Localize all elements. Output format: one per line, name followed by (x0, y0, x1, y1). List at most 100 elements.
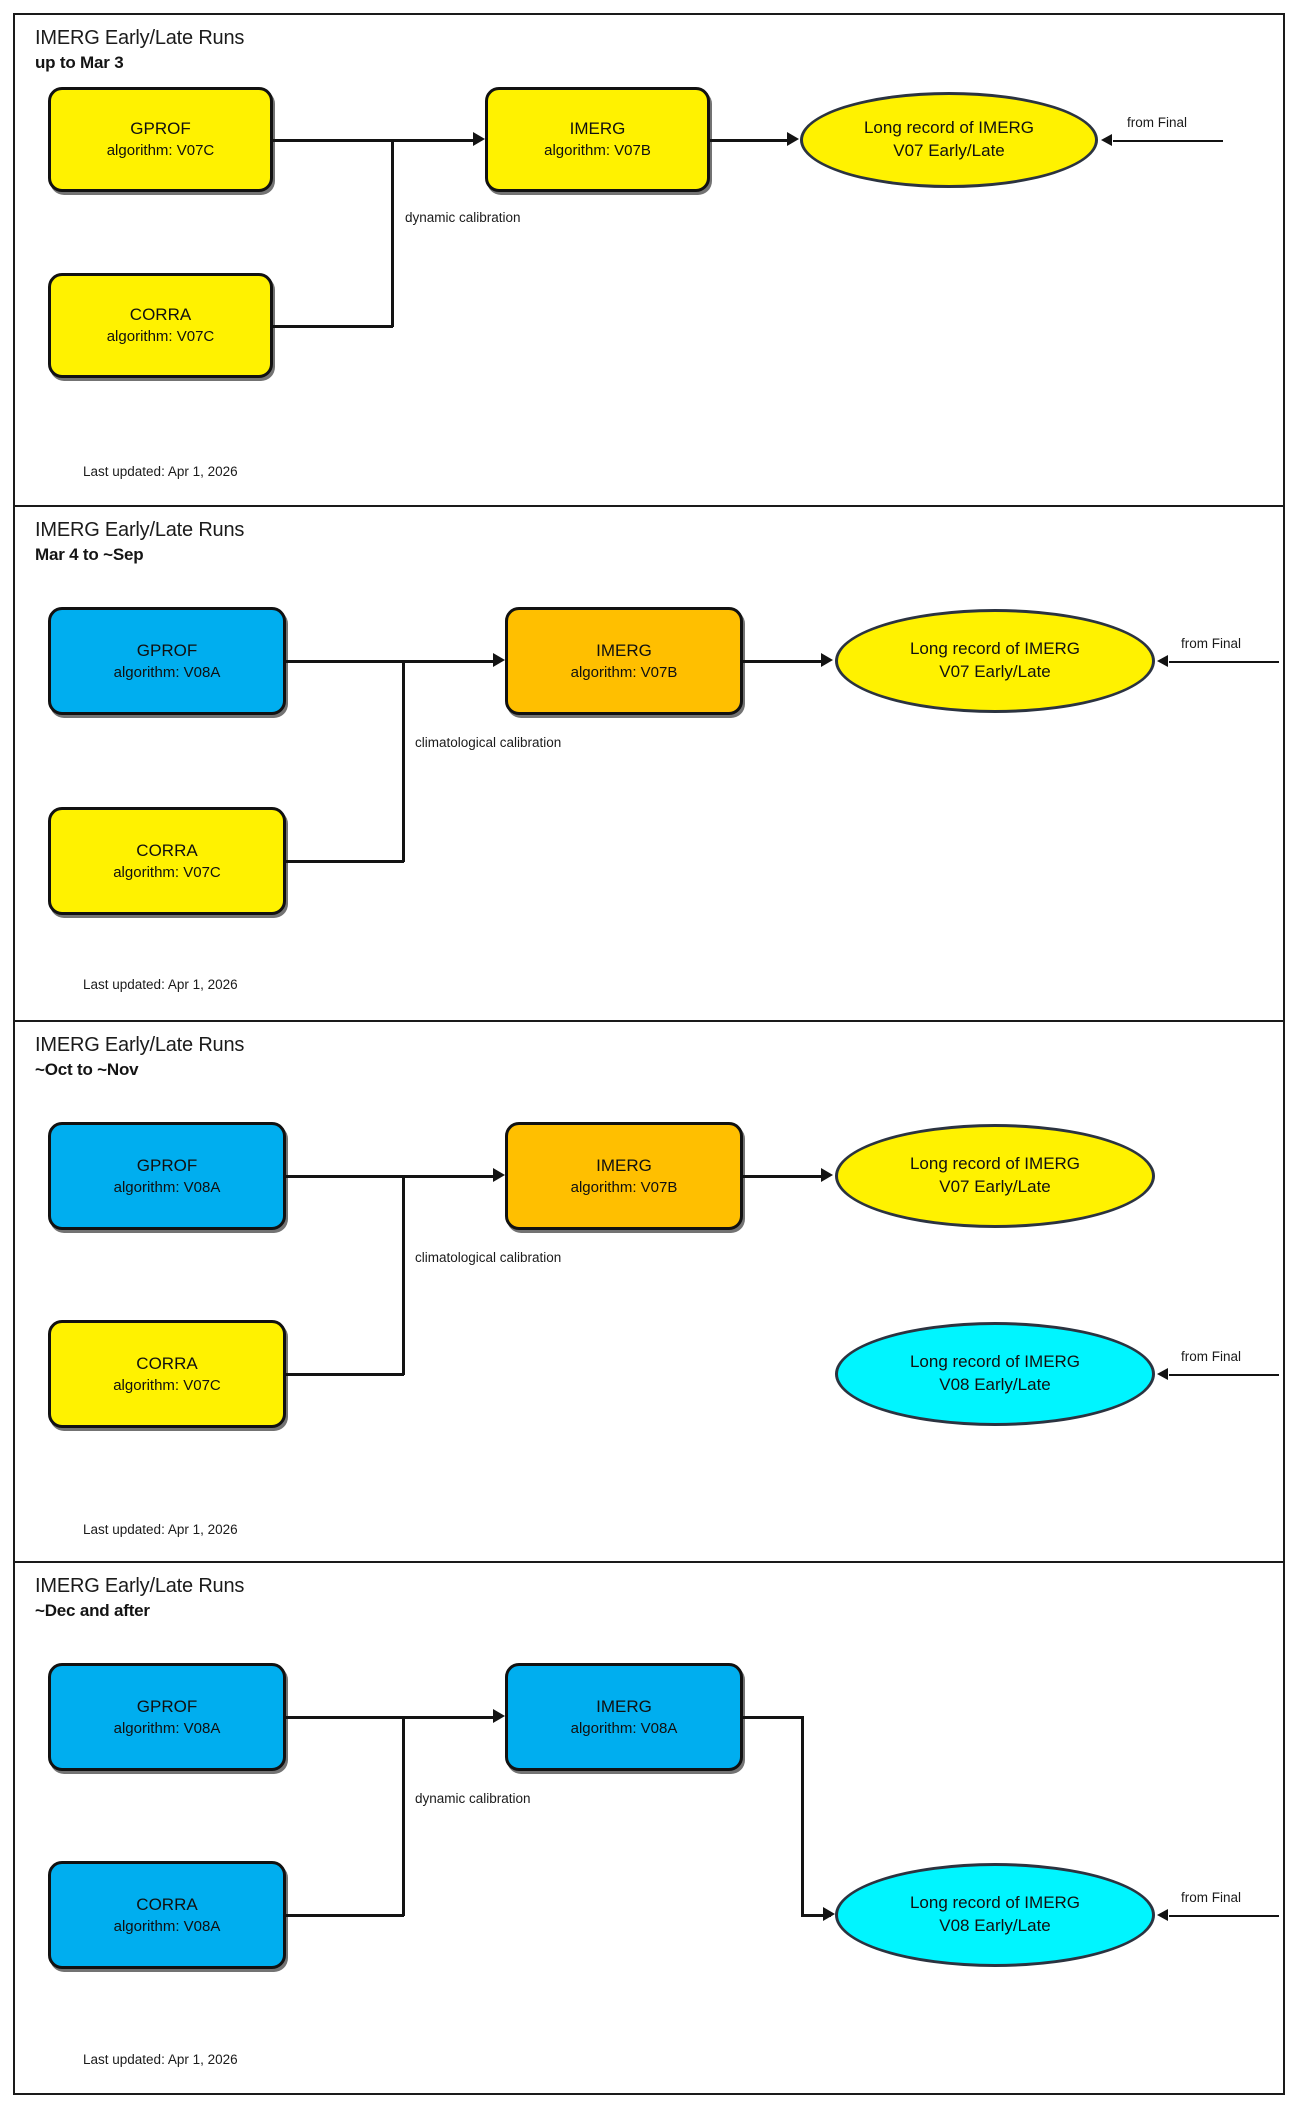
from-final-arrow (1157, 1909, 1168, 1921)
corra-box[interactable]: CORRA algorithm: V07C (48, 807, 286, 915)
gprof-to-imerg-arrow (493, 1709, 505, 1723)
calibration-label: dynamic calibration (415, 1791, 531, 1806)
record-v08-line1: Long record of IMERG (909, 1893, 1081, 1913)
imerg-label: IMERG (596, 1696, 652, 1716)
long-record-v08-ellipse[interactable]: Long record of IMERG V08 Early/Late (835, 1322, 1155, 1426)
imerg-out-line (743, 1716, 803, 1719)
corra-sublabel: algorithm: V07C (113, 863, 221, 881)
calibration-label: climatological calibration (415, 1250, 562, 1265)
from-final-line (1169, 1915, 1279, 1917)
imerg-sublabel: algorithm: V07B (544, 142, 651, 160)
corra-label: CORRA (136, 1894, 198, 1914)
imerg-to-record-arrow (821, 1168, 833, 1182)
gprof-box[interactable]: GPROF algorithm: V08A (48, 607, 286, 715)
panel-subtitle: up to Mar 3 (35, 53, 124, 72)
from-final-arrow (1157, 655, 1168, 667)
record-v07-line2: V07 Early/Late (939, 1177, 1051, 1196)
imerg-to-record-arrow (787, 132, 799, 146)
gprof-to-imerg-arrow (493, 653, 505, 667)
record-v07-line1: Long record of IMERG (909, 1154, 1081, 1174)
from-final-label: from Final (1181, 1349, 1242, 1364)
record-v07-line2: V07 Early/Late (893, 141, 1005, 160)
gprof-label: GPROF (136, 640, 198, 660)
record-v07-line1: Long record of IMERG (863, 118, 1035, 138)
imerg-label: IMERG (596, 640, 652, 660)
corra-label: CORRA (136, 1353, 198, 1373)
gprof-box[interactable]: GPROF algorithm: V07C (48, 87, 273, 192)
panel-subtitle: ~Oct to ~Nov (35, 1060, 139, 1079)
panel-oct-to-nov: IMERG Early/Late Runs ~Oct to ~Nov GPROF… (13, 1022, 1285, 1563)
panel-footnote: Last updated: Apr 1, 2026 (83, 464, 238, 479)
panel-footnote: Last updated: Apr 1, 2026 (83, 977, 238, 992)
long-record-v08-ellipse[interactable]: Long record of IMERG V08 Early/Late (835, 1863, 1155, 1967)
imerg-sublabel: algorithm: V07B (570, 1178, 678, 1196)
corra-to-junction-line (286, 1914, 404, 1917)
gprof-sublabel: algorithm: V08A (113, 1178, 221, 1196)
calibration-label: dynamic calibration (405, 210, 521, 225)
imerg-to-record-line (743, 1175, 823, 1178)
corra-label: CORRA (129, 305, 192, 325)
corra-sublabel: algorithm: V07C (106, 328, 215, 346)
corra-box[interactable]: CORRA algorithm: V07C (48, 273, 273, 378)
corra-junction-vertical (402, 1175, 405, 1375)
panel-subtitle: ~Dec and after (35, 1601, 150, 1620)
gprof-sublabel: algorithm: V07C (106, 142, 215, 160)
gprof-box[interactable]: GPROF algorithm: V08A (48, 1663, 286, 1771)
from-final-line (1113, 140, 1223, 142)
imerg-label: IMERG (569, 119, 626, 139)
panel-footnote: Last updated: Apr 1, 2026 (83, 2052, 238, 2067)
gprof-to-imerg-line (273, 139, 473, 142)
gprof-to-imerg-line (286, 1175, 493, 1178)
from-final-arrow (1157, 1368, 1168, 1380)
corra-to-junction-line (286, 1373, 404, 1376)
imerg-box[interactable]: IMERG algorithm: V07B (505, 1122, 743, 1230)
corra-box[interactable]: CORRA algorithm: V07C (48, 1320, 286, 1428)
gprof-to-imerg-line (286, 1716, 493, 1719)
imerg-label: IMERG (596, 1155, 652, 1175)
imerg-to-record-arrow (823, 1907, 835, 1921)
imerg-box[interactable]: IMERG algorithm: V07B (485, 87, 710, 192)
from-final-arrow (1101, 134, 1112, 146)
imerg-to-record-line (801, 1914, 831, 1917)
corra-to-junction-line (286, 860, 404, 863)
gprof-box[interactable]: GPROF algorithm: V08A (48, 1122, 286, 1230)
long-record-v07-ellipse[interactable]: Long record of IMERG V07 Early/Late (835, 1124, 1155, 1228)
panel-title: IMERG Early/Late Runs (35, 519, 245, 541)
gprof-to-imerg-line (286, 660, 493, 663)
gprof-sublabel: algorithm: V08A (113, 663, 221, 681)
from-final-line (1169, 1374, 1279, 1376)
from-final-label: from Final (1127, 115, 1188, 130)
long-record-v07-ellipse[interactable]: Long record of IMERG V07 Early/Late (800, 92, 1098, 188)
imerg-to-record-line (710, 139, 788, 142)
panel-up-to-mar-3: IMERG Early/Late Runs up to Mar 3 GPROF … (13, 13, 1285, 507)
panel-title: IMERG Early/Late Runs (35, 27, 245, 49)
gprof-label: GPROF (136, 1696, 198, 1716)
corra-junction-vertical (402, 660, 405, 862)
long-record-v07-ellipse[interactable]: Long record of IMERG V07 Early/Late (835, 609, 1155, 713)
from-final-label: from Final (1181, 1890, 1242, 1905)
calibration-label: climatological calibration (415, 735, 562, 750)
from-final-label: from Final (1181, 636, 1242, 651)
gprof-to-imerg-arrow (493, 1168, 505, 1182)
imerg-down-vertical (801, 1716, 804, 1915)
imerg-to-record-line (743, 660, 823, 663)
record-v08-line1: Long record of IMERG (909, 1352, 1081, 1372)
corra-junction-vertical (391, 139, 394, 327)
corra-sublabel: algorithm: V07C (113, 1376, 221, 1394)
panel-subtitle: Mar 4 to ~Sep (35, 545, 144, 564)
corra-label: CORRA (136, 840, 198, 860)
corra-to-junction-line (273, 325, 393, 328)
imerg-box[interactable]: IMERG algorithm: V07B (505, 607, 743, 715)
gprof-to-imerg-arrow (473, 132, 485, 146)
record-v07-line2: V07 Early/Late (939, 662, 1051, 681)
record-v07-line1: Long record of IMERG (909, 639, 1081, 659)
imerg-box[interactable]: IMERG algorithm: V08A (505, 1663, 743, 1771)
gprof-label: GPROF (136, 1155, 198, 1175)
panel-mar-4-to-sep: IMERG Early/Late Runs Mar 4 to ~Sep GPRO… (13, 507, 1285, 1022)
corra-junction-vertical (402, 1716, 405, 1916)
gprof-label: GPROF (130, 119, 191, 139)
corra-box[interactable]: CORRA algorithm: V08A (48, 1861, 286, 1969)
panel-dec-and-after: IMERG Early/Late Runs ~Dec and after GPR… (13, 1563, 1285, 2095)
gprof-sublabel: algorithm: V08A (113, 1719, 221, 1737)
panel-footnote: Last updated: Apr 1, 2026 (83, 1522, 238, 1537)
